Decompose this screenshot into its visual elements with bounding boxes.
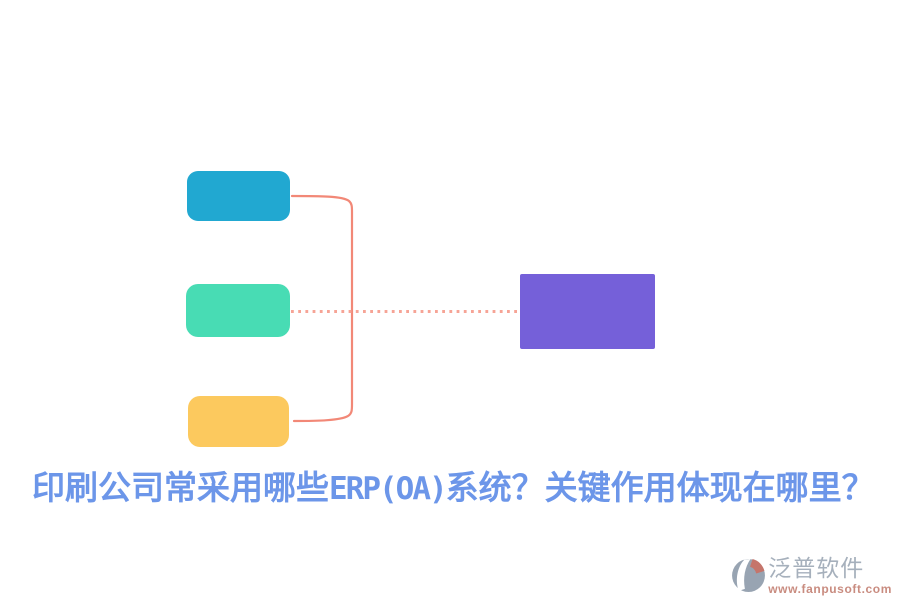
branch-node-top — [187, 171, 290, 221]
fanpu-watermark: 泛普软件 www.fanpusoft.com — [730, 555, 892, 596]
fanpu-logo-icon — [732, 559, 766, 592]
title-suffix: 系统？关键作用体现在哪里？ — [445, 469, 875, 506]
title-erp-oa: ERP(OA) — [329, 471, 448, 507]
watermark-url-text: www.fanpusoft.com — [768, 582, 892, 596]
branch-node-middle — [186, 284, 290, 337]
bracket-connector-line — [290, 194, 354, 423]
page-title: 印刷公司常采用哪些ERP(OA)系统？关键作用体现在哪里？ — [32, 468, 875, 509]
target-node — [520, 274, 655, 349]
watermark-brand-text: 泛普软件 — [768, 555, 865, 581]
branch-node-bottom — [188, 396, 289, 447]
title-prefix: 印刷公司常采用哪些 — [32, 469, 329, 506]
